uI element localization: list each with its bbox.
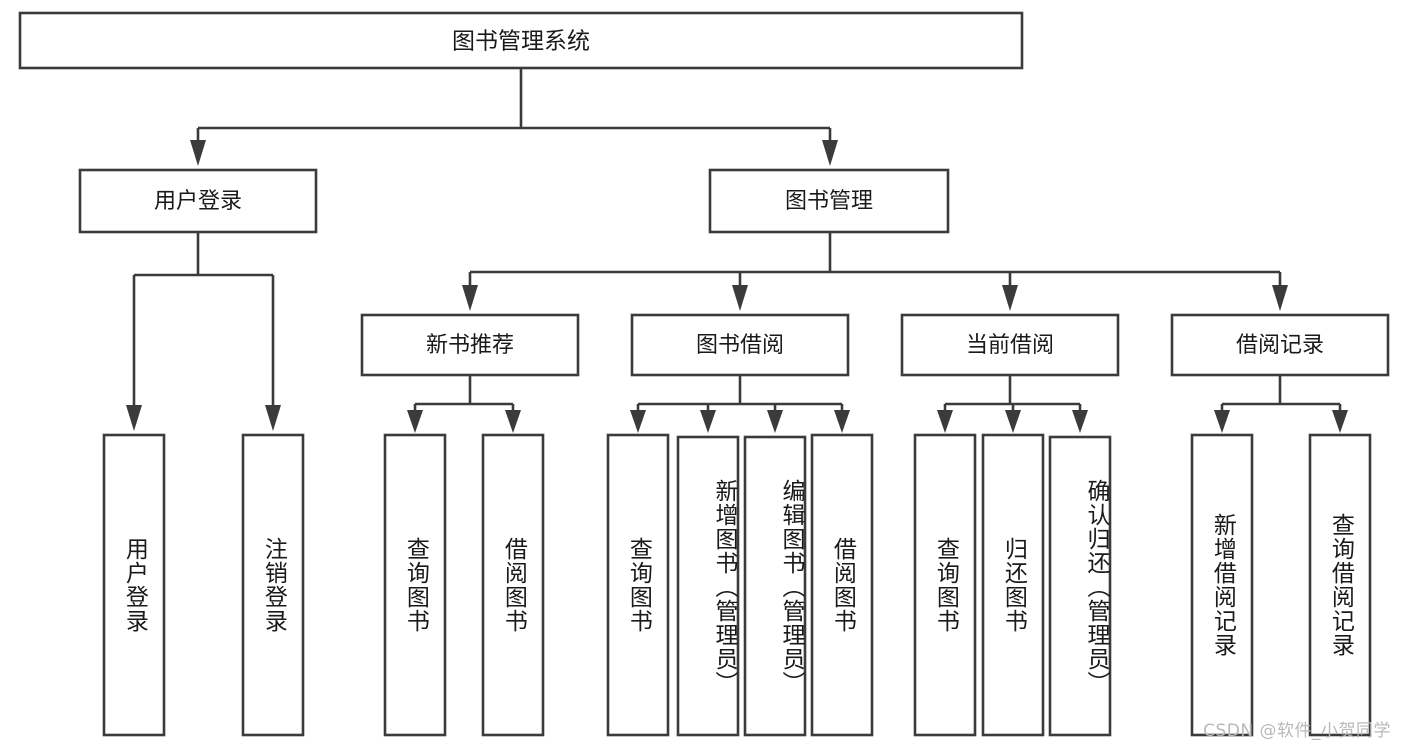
arrow-head-current-borrow <box>1002 285 1018 311</box>
arrow-head-leaf-add-record <box>1214 410 1230 433</box>
leaf-box-user-login[interactable] <box>102 433 166 737</box>
connector-group-book-mgmt <box>462 232 1288 311</box>
node-book-mgmt-box[interactable] <box>708 168 950 234</box>
leaf-box-query-book-3[interactable] <box>913 433 977 737</box>
connector-group-book-borrow <box>630 375 850 433</box>
node-current-borrow-label: 当前借阅 <box>966 333 1054 358</box>
leaf-box-borrow-book-2[interactable] <box>810 433 874 737</box>
node-book-borrow-box[interactable] <box>630 313 850 377</box>
node-current-borrow-box[interactable] <box>900 313 1120 377</box>
leaf-box-query-book-2[interactable] <box>606 433 670 737</box>
arrow-head-leaf-query-book-2 <box>630 410 646 433</box>
node-new-book-rec-label: 新书推荐 <box>426 333 514 358</box>
node-book-borrow-label: 图书借阅 <box>696 333 784 358</box>
arrow-head-leaf-return-book <box>1005 410 1021 433</box>
arrow-head-new-book-rec <box>462 285 478 311</box>
node-borrow-record-label: 借阅记录 <box>1236 333 1324 358</box>
leaf-box-add-book[interactable] <box>676 435 740 737</box>
watermark-text: CSDN @软件_小贺同学 <box>1203 721 1391 741</box>
arrow-head-leaf-query-book-1 <box>407 410 423 433</box>
leaf-box-borrow-book-1[interactable] <box>481 433 545 737</box>
leaf-box-query-book-1[interactable] <box>383 433 447 737</box>
connector-group-user-login <box>126 232 281 431</box>
node-borrow-record-box[interactable] <box>1170 313 1390 377</box>
arrow-head-leaf-borrow-book-2 <box>834 410 850 433</box>
leaf-box-query-record[interactable] <box>1308 433 1372 737</box>
node-user-login-box[interactable] <box>78 168 318 234</box>
leaf-box-logout[interactable] <box>241 433 305 737</box>
connector-group-borrow-record <box>1214 375 1348 433</box>
node-user-login-label: 用户登录 <box>154 189 242 214</box>
leaf-box-edit-book[interactable] <box>743 435 807 737</box>
arrow-head-leaf-add-book <box>700 410 716 433</box>
arrow-head-leaf-query-record <box>1332 410 1348 433</box>
node-book-mgmt-label: 图书管理 <box>785 189 873 214</box>
leaf-box-return-book[interactable] <box>981 433 1045 737</box>
arrow-head-book-borrow <box>732 285 748 311</box>
connector-group-root <box>190 68 838 166</box>
node-root-box[interactable] <box>18 11 1024 70</box>
arrow-head-borrow-record <box>1272 285 1288 311</box>
node-new-book-rec-box[interactable] <box>360 313 580 377</box>
leaf-box-add-record[interactable] <box>1190 433 1254 737</box>
arrow-head-leaf-edit-book <box>767 410 783 433</box>
connector-group-current-borrow <box>937 375 1088 433</box>
arrow-head-leaf-user-login <box>126 405 142 431</box>
arrow-head-user-login <box>190 140 206 166</box>
arrow-head-leaf-borrow-book-1 <box>505 410 521 433</box>
arrow-head-leaf-logout <box>265 405 281 431</box>
leaf-box-confirm-return[interactable] <box>1048 435 1112 737</box>
arrow-head-leaf-confirm-return <box>1072 410 1088 433</box>
arrow-head-book-mgmt <box>822 140 838 166</box>
arrow-head-leaf-query-book-3 <box>937 410 953 433</box>
connector-group-new-book-rec <box>407 375 521 433</box>
node-root-label: 图书管理系统 <box>452 29 590 55</box>
